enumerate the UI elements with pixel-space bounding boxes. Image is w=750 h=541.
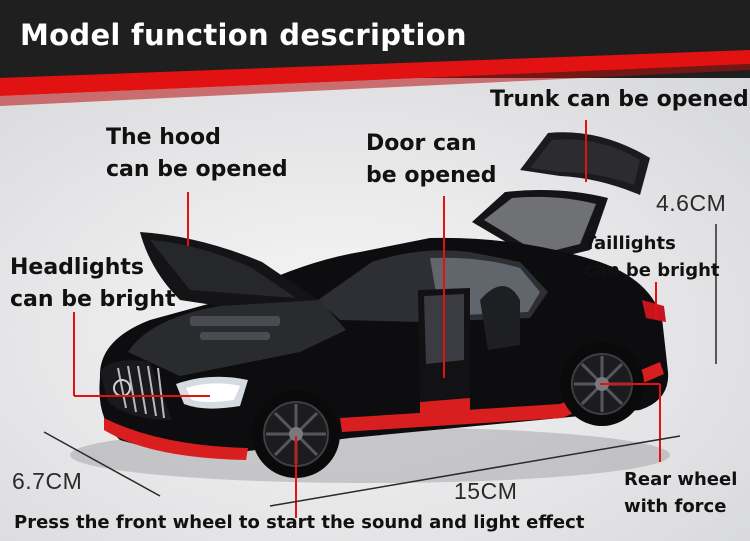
rear-wheel-label-line2: with force xyxy=(624,496,727,517)
header-accent-shadow xyxy=(0,64,750,106)
headlights-label: Headlights can be bright xyxy=(10,252,176,316)
seat xyxy=(480,286,520,350)
dimension-lines xyxy=(43,224,717,507)
headlights-label-line1: Headlights xyxy=(10,255,145,280)
taillight xyxy=(642,300,666,322)
rear-wheel-label: Rear wheel with force xyxy=(624,466,737,520)
length-dimension: 15CM xyxy=(454,478,518,504)
header-accent-stripe xyxy=(0,50,750,96)
trunk-label: Trunk can be opened xyxy=(490,87,749,112)
sound-light-caption: Press the front wheel to start the sound… xyxy=(14,512,585,533)
hood-label-line1: The hood xyxy=(106,125,221,150)
taillights-label: Taillights can be bright xyxy=(584,230,720,284)
door-label: Door can be opened xyxy=(366,128,496,192)
width-dimension: 6.7CM xyxy=(12,468,83,494)
length-dimension-line xyxy=(269,435,681,507)
taillights-label-line2: can be bright xyxy=(584,260,720,281)
height-dimension: 4.6CM xyxy=(656,190,727,216)
width-dimension-line xyxy=(43,431,161,497)
headlights-label-line2: can be bright xyxy=(10,287,176,312)
door-label-line2: be opened xyxy=(366,163,497,188)
hood-label-line2: can be opened xyxy=(106,157,288,182)
page-title: Model function description xyxy=(20,18,467,52)
door-stripe xyxy=(420,398,470,416)
front-wheel xyxy=(252,390,340,478)
hood-label: The hood can be opened xyxy=(106,122,288,186)
pointer-lines xyxy=(73,120,661,518)
front-lip-stripe xyxy=(104,418,248,460)
taillights-label-line1: Taillights xyxy=(584,233,676,254)
rear-wheel-label-line1: Rear wheel xyxy=(624,469,738,490)
door-label-line1: Door can xyxy=(366,131,477,156)
